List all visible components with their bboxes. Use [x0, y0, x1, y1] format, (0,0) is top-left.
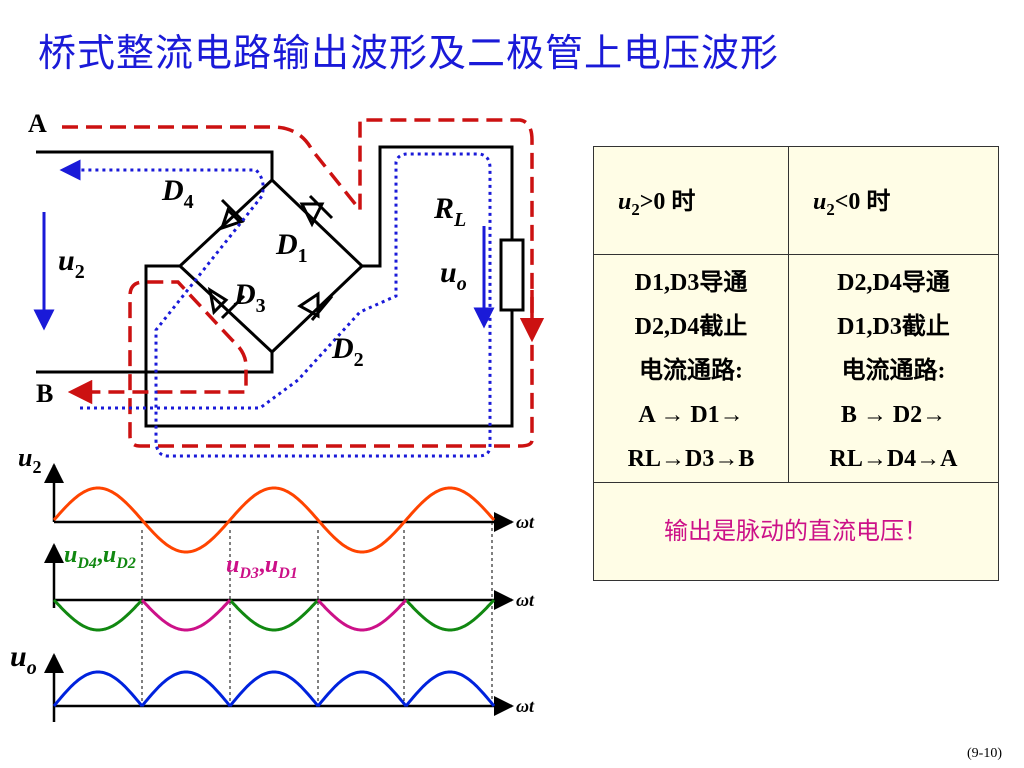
node-b-label: B [36, 379, 53, 408]
current-path-negative [59, 152, 492, 458]
output-voltage-label: uo [440, 256, 467, 295]
cell-negative: D2,D4导通 D1,D3截止 电流通路: B → D2→ RL→D4→A [788, 254, 999, 483]
waveform-axes [44, 463, 514, 722]
period-markers [141, 522, 493, 706]
u2-waveform-label: u2 [18, 443, 41, 477]
green-wave-label: uD4,uD2 [64, 542, 136, 572]
axis-label-1: ωt [516, 512, 535, 532]
input-sine-wave [52, 486, 496, 554]
slide-title: 桥式整流电路输出波形及二极管上电压波形 [38, 31, 780, 75]
neg-line-4: B → D2→ [840, 402, 947, 428]
diode-d2-label: D2 [331, 332, 364, 371]
diode-voltage-d4-d2-wave [52, 598, 496, 632]
header-positive: u2>0 时 [593, 146, 789, 255]
page-number: (9-10) [967, 746, 1002, 761]
diode-d4-label: D4 [161, 174, 194, 213]
diode-d1-label: D1 [275, 228, 308, 267]
table-footer: 输出是脉动的直流电压！ [593, 482, 999, 581]
header-negative: u2<0 时 [788, 146, 999, 255]
current-path-positive [62, 118, 534, 448]
diode-voltage-d3-d1-wave [140, 598, 408, 632]
pos-line-2: D2,D4截止 [634, 314, 748, 340]
magenta-wave-label: uD3,uD1 [226, 552, 298, 582]
diode-d3-label: D3 [233, 278, 266, 317]
diode-d4-symbol [219, 198, 246, 231]
load-resistor [499, 238, 525, 312]
neg-line-5: RL→D4→A [829, 446, 958, 472]
neg-line-3: 电流通路: [841, 358, 946, 384]
output-rectified-wave [52, 670, 496, 707]
condition-table: u2>0 时 u2<0 时 D1,D3导通 D2,D4截止 电流通路: A → … [593, 146, 999, 581]
axis-label-2: ωt [516, 590, 535, 610]
diode-d1-symbol [299, 194, 334, 228]
cell-positive: D1,D3导通 D2,D4截止 电流通路: A → D1→ RL→D3→B [593, 254, 789, 483]
pos-line-1: D1,D3导通 [634, 270, 748, 296]
neg-line-1: D2,D4导通 [837, 270, 950, 296]
diode-d3-symbol [207, 286, 246, 320]
axis-label-3: ωt [516, 696, 535, 716]
pos-line-3: 电流通路: [639, 358, 743, 384]
uo-waveform-label: uo [10, 640, 37, 679]
node-a-label: A [28, 109, 47, 138]
pos-line-5: RL→D3→B [627, 446, 755, 472]
input-voltage-label: u2 [58, 244, 85, 283]
diode-d2-symbol [297, 291, 334, 321]
pos-line-4: A → D1→ [638, 402, 744, 428]
neg-line-2: D1,D3截止 [837, 314, 950, 340]
circuit-wires [36, 145, 514, 428]
load-resistor-label: RL [433, 192, 466, 231]
